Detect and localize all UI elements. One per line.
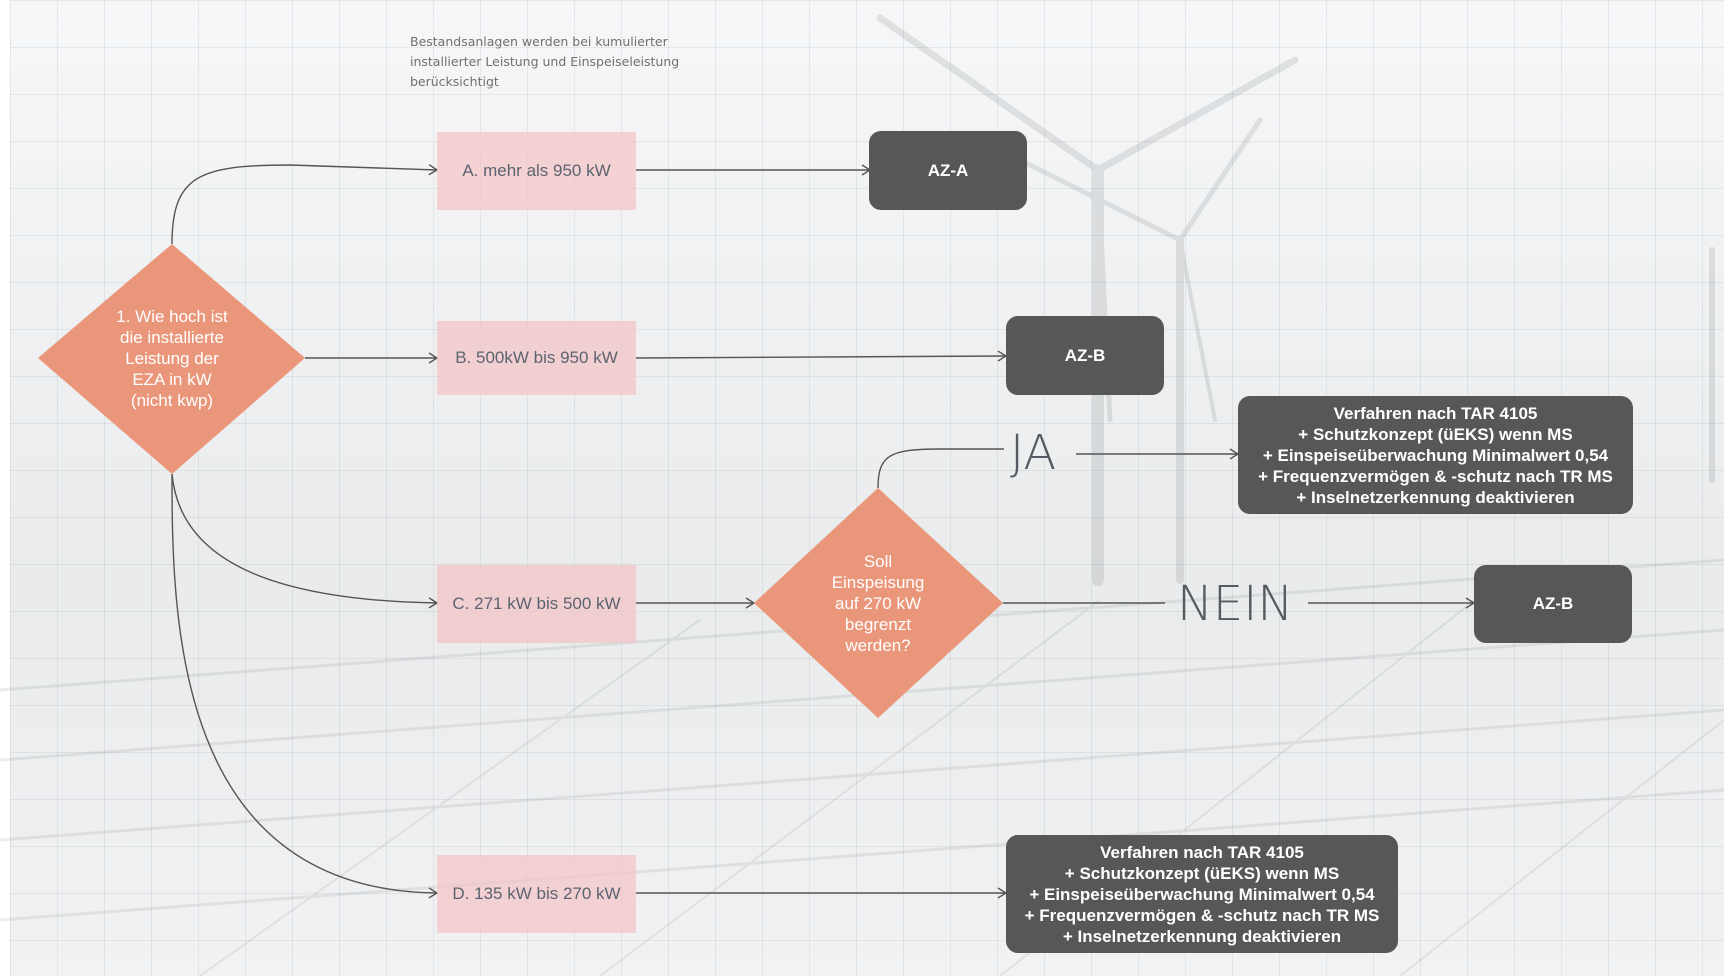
option-d-box[interactable]: D. 135 kW bis 270 kW — [437, 855, 636, 933]
branch-label-nein: NEIN — [1177, 576, 1294, 632]
canvas-left-margin — [0, 0, 10, 976]
connector-to-option-d — [171, 473, 439, 899]
note-bestandsanlagen: Bestandsanlagen werden bei kumulierter i… — [410, 34, 680, 89]
connector-to-option-c — [171, 473, 439, 609]
result-az-a[interactable]: AZ-A — [869, 131, 1027, 210]
connector-b-to-az-b — [635, 350, 1008, 362]
decision-2-text: Soll Einspeisung auf 270 kW begrenzt wer… — [831, 551, 925, 655]
branch-label-ja: JA — [1010, 425, 1057, 481]
decision-1-text: 1. Wie hoch ist die installierte Leistun… — [116, 306, 228, 410]
option-b-box[interactable]: B. 500kW bis 950 kW — [437, 321, 636, 395]
option-c-box[interactable]: C. 271 kW bis 500 kW — [437, 565, 636, 643]
connector-decision-2-to-ja — [877, 448, 1004, 489]
connector-to-option-a — [171, 164, 439, 245]
result-az-b-top[interactable]: AZ-B — [1006, 316, 1164, 395]
option-a-box[interactable]: A. mehr als 950 kW — [437, 132, 636, 210]
result-az-b-nein[interactable]: AZ-B — [1474, 565, 1632, 643]
result-verfahren-d[interactable]: Verfahren nach TAR 4105 + Schutzkonzept … — [1006, 835, 1398, 953]
result-verfahren-ja[interactable]: Verfahren nach TAR 4105 + Schutzkonzept … — [1238, 396, 1633, 514]
